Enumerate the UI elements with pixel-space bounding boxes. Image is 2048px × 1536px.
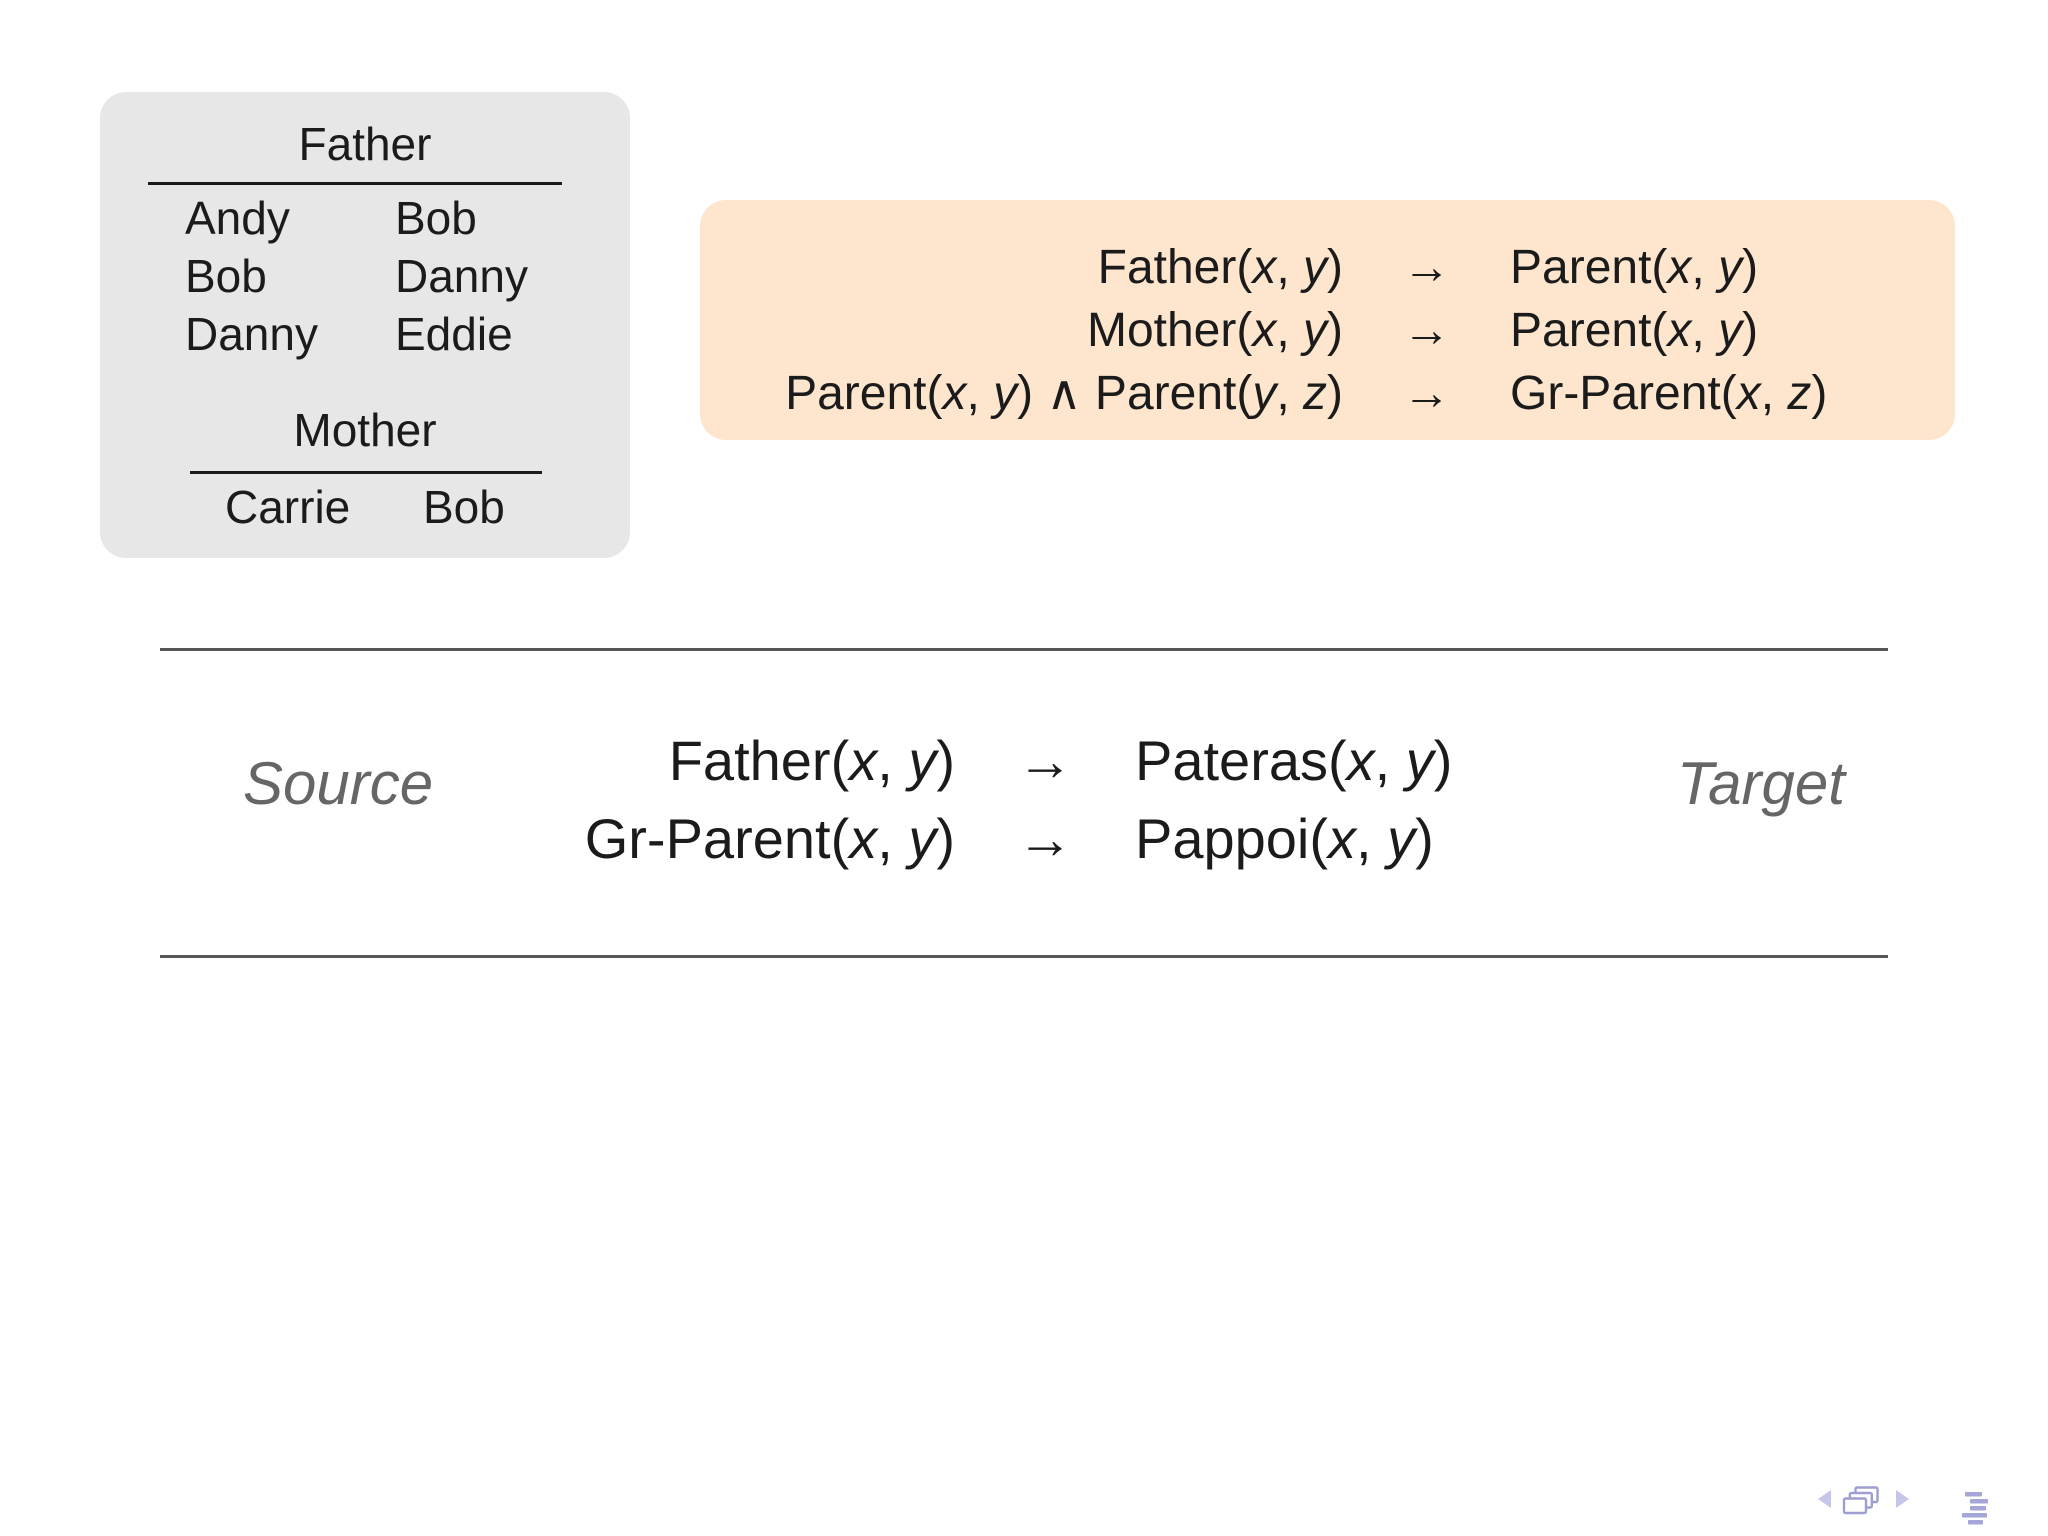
derivation-rules-panel: Father(x, y) → Parent(x, y) Mother(x, y)… [700,200,1955,440]
table-cell: Bob [185,250,267,302]
next-slide-icon[interactable] [1896,1490,1909,1508]
target-label: Target [1677,750,1845,817]
table-cell: Carrie [225,481,351,533]
table-cell: Danny [395,250,528,302]
separator-bottom [160,955,1888,958]
mother-table-title: Mother [293,404,437,456]
mapping-rhs: Pappoi(x, y) [1135,807,1434,870]
frames-icon[interactable] [1842,1486,1880,1518]
mapping-rhs: Pateras(x, y) [1135,729,1453,792]
implies-arrow: → [1017,729,1073,792]
table-cell: Andy [185,192,290,244]
separator-top [160,648,1888,651]
implies-arrow: → [1402,367,1451,420]
mapping-rules: Father(x, y) → Pateras(x, y) Gr-Parent(x… [520,722,1453,878]
rule-rhs: Parent(x, y) [1510,241,1759,294]
mapping-lhs: Father(x, y) [668,729,955,792]
table-cell: Eddie [395,308,513,360]
implies-arrow: → [1402,304,1451,357]
rule-lhs: Parent(x, y) ∧ Parent(y, z) [785,367,1343,420]
mother-table: Carrie Bob [225,478,505,536]
outline-icon[interactable] [1960,1486,1992,1528]
father-table-rule [148,182,562,185]
source-label: Source [243,750,434,817]
implies-arrow: → [1017,807,1073,870]
implies-arrow: → [1402,241,1451,294]
table-cell: Bob [423,481,505,533]
prev-slide-icon[interactable] [1818,1490,1831,1508]
source-database-panel: Father Andy Bob Bob Danny Danny Eddie Mo… [100,92,630,558]
derivation-rules: Father(x, y) → Parent(x, y) Mother(x, y)… [700,200,1955,425]
rule-lhs: Mother(x, y) [1086,304,1343,357]
father-table-title: Father [298,118,432,170]
table-cell: Bob [395,192,477,244]
table-cell: Danny [185,308,318,360]
mother-table-rule [190,471,542,474]
rule-rhs: Gr-Parent(x, z) [1510,367,1828,420]
father-table: Andy Bob Bob Danny Danny Eddie [185,189,528,363]
rule-rhs: Parent(x, y) [1510,304,1759,357]
rule-lhs: Father(x, y) [1097,241,1343,294]
mapping-lhs: Gr-Parent(x, y) [584,807,955,870]
